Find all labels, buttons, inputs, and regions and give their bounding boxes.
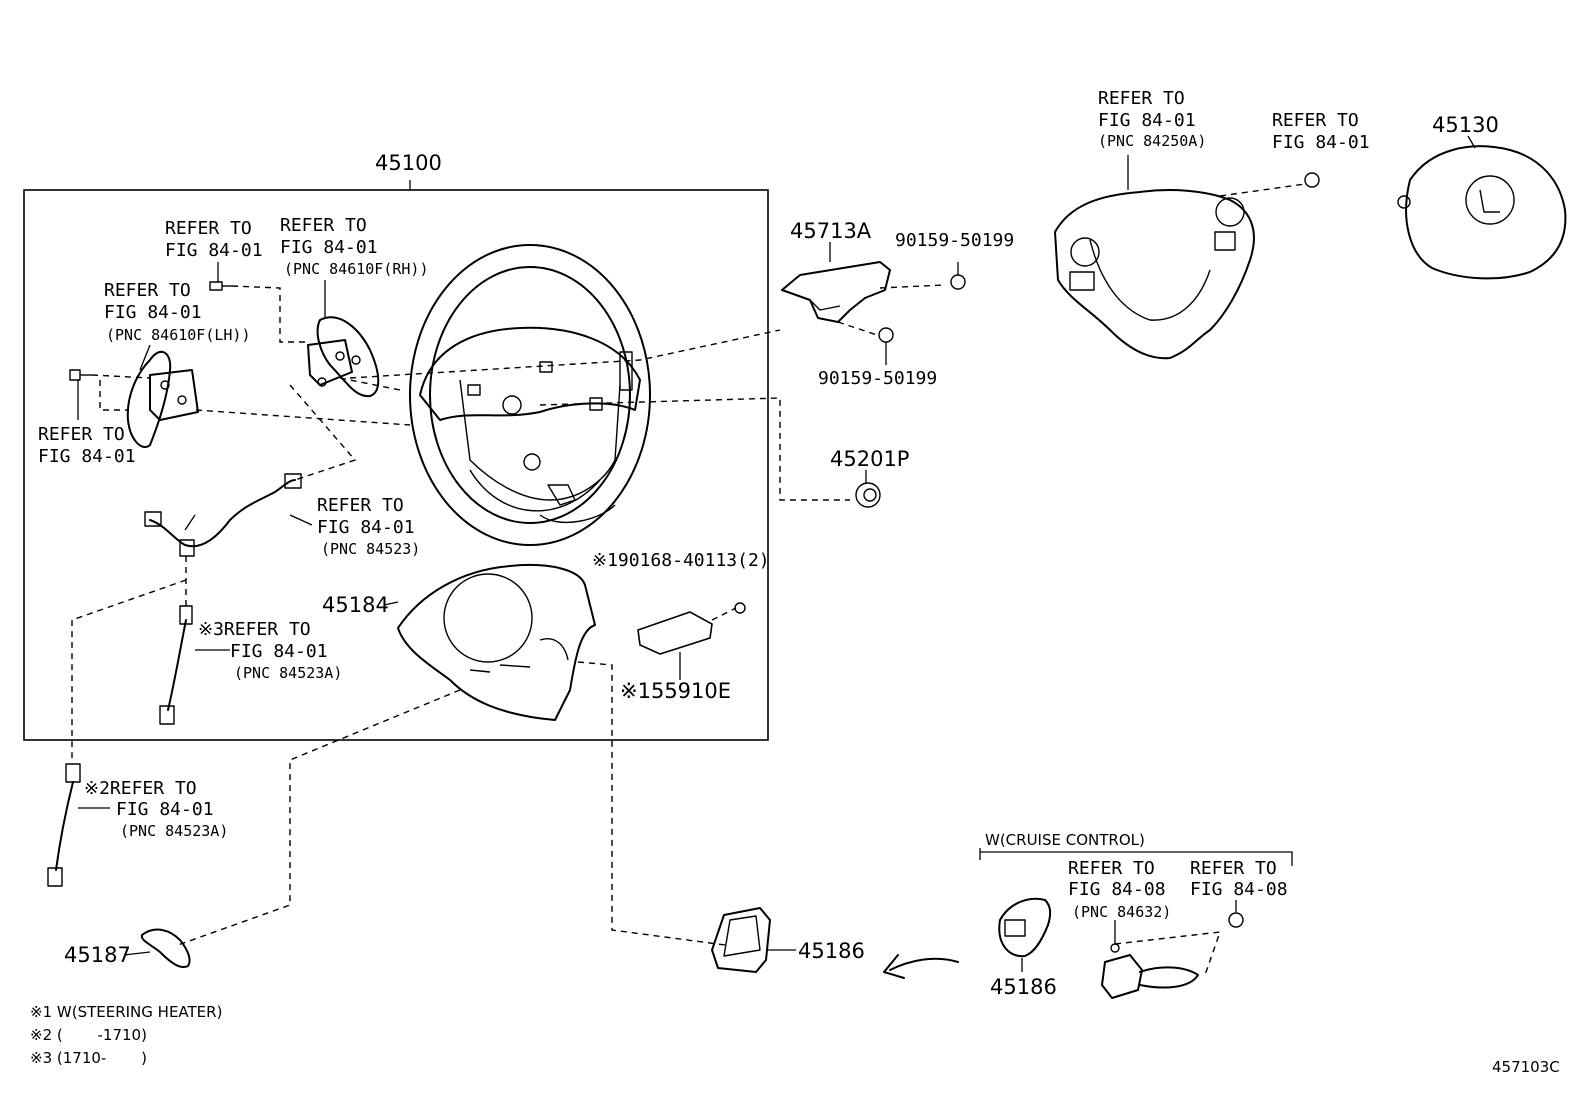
- part-label-45201p: 45201P: [830, 447, 909, 471]
- wire-2-icon: [47, 763, 81, 887]
- wire-3-icon: [159, 605, 193, 725]
- airbag-45130-icon: [1397, 145, 1567, 280]
- svg-text:(PNC 84632): (PNC 84632): [1072, 903, 1171, 921]
- footnotes: ※1 W(STEERING HEATER) ※2 ( -1710) ※3 (17…: [30, 1003, 222, 1067]
- svg-text:FIG 84-01: FIG 84-01: [116, 799, 214, 820]
- part-label-45187: 45187: [64, 943, 131, 967]
- switch-lh-icon: [126, 350, 199, 448]
- part-label-90159-b: 90159-50199: [818, 368, 937, 389]
- ref-wire: REFER TO FIG 84-01 (PNC 84523): [317, 495, 420, 558]
- switch-rh-icon: [307, 316, 380, 398]
- svg-text:FIG 84-01: FIG 84-01: [104, 302, 202, 323]
- svg-text:FIG 84-01: FIG 84-01: [38, 446, 136, 467]
- svg-text:FIG 84-01: FIG 84-01: [280, 237, 378, 258]
- screw-cc-icon: [1228, 912, 1244, 928]
- svg-text:FIG 84-01: FIG 84-01: [165, 240, 263, 261]
- ref-wire-2: ※2REFER TO FIG 84-01 (PNC 84523A): [84, 778, 228, 840]
- pad-45184-icon: [397, 564, 596, 721]
- svg-text:※1 W(STEERING HEATER): ※1 W(STEERING HEATER): [30, 1003, 222, 1021]
- cruise-switch-icon: [1101, 943, 1199, 999]
- svg-text:(PNC 84523): (PNC 84523): [321, 540, 420, 558]
- svg-text:(PNC 84523A): (PNC 84523A): [234, 664, 342, 682]
- part-label-45130: 45130: [1432, 113, 1499, 137]
- screw-top-icon: [1304, 172, 1320, 188]
- wire-harness-icon: [144, 473, 302, 557]
- bracket-45713a-icon: [781, 261, 891, 323]
- steering-switch-assembly-icon: [1054, 189, 1255, 360]
- part-label-45100: 45100: [375, 151, 442, 175]
- ref-cc-b: REFER TO FIG 84-08: [1190, 858, 1288, 900]
- svg-text:REFER TO: REFER TO: [1098, 88, 1185, 109]
- part-label-45186-cc: 45186: [990, 975, 1057, 999]
- ref-sw-rh: REFER TO FIG 84-01 (PNC 84610F(RH)): [280, 215, 429, 278]
- ref-top-b: REFER TO FIG 84-01: [1272, 110, 1370, 153]
- svg-text:REFER TO: REFER TO: [38, 424, 125, 445]
- part-label-45186: 45186: [798, 939, 865, 963]
- part-label-90159-a: 90159-50199: [895, 230, 1014, 251]
- ref-cc-a: REFER TO FIG 84-08 (PNC 84632): [1068, 858, 1171, 921]
- svg-text:FIG 84-01: FIG 84-01: [1098, 110, 1196, 131]
- svg-text:(PNC 84250A): (PNC 84250A): [1098, 132, 1206, 150]
- svg-text:FIG 84-01: FIG 84-01: [317, 517, 415, 538]
- cruise-cover-45186-icon: [998, 897, 1052, 958]
- bolt-icon: [878, 274, 966, 343]
- svg-text:REFER TO: REFER TO: [280, 215, 367, 236]
- cruise-control-label: W(CRUISE CONTROL): [985, 831, 1145, 849]
- heater-module-icon: [637, 602, 746, 655]
- svg-text:(PNC 84610F(LH)): (PNC 84610F(LH)): [106, 326, 251, 344]
- svg-text:※2 ( -1710): ※2 ( -1710): [30, 1026, 147, 1044]
- part-label-90168: ※190168-40113(2): [592, 550, 770, 571]
- svg-text:REFER TO: REFER TO: [1272, 110, 1359, 131]
- ref-sw-lh-screw: REFER TO FIG 84-01: [38, 424, 136, 467]
- part-label-45713a: 45713A: [790, 219, 872, 243]
- svg-text:※3 (1710- ): ※3 (1710- ): [30, 1049, 147, 1067]
- part-label-45184: 45184: [322, 593, 389, 617]
- ref-sw-rh-screw: REFER TO FIG 84-01: [165, 218, 263, 261]
- svg-text:FIG 84-01: FIG 84-01: [1272, 132, 1370, 153]
- svg-text:(PNC 84523A): (PNC 84523A): [120, 822, 228, 840]
- cover-45187-icon: [140, 928, 191, 968]
- ref-sw-lh: REFER TO FIG 84-01 (PNC 84610F(LH)): [104, 280, 251, 344]
- arrow-icon: [883, 954, 959, 979]
- svg-text:(PNC 84610F(RH)): (PNC 84610F(RH)): [284, 260, 429, 278]
- svg-text:REFER TO: REFER TO: [104, 280, 191, 301]
- ref-top-a: REFER TO FIG 84-01 (PNC 84250A): [1098, 88, 1206, 150]
- svg-text:REFER TO: REFER TO: [165, 218, 252, 239]
- svg-text:REFER TO: REFER TO: [317, 495, 404, 516]
- steering-wheel-icon: [409, 244, 651, 546]
- svg-text:REFER TO: REFER TO: [1068, 858, 1155, 879]
- ref-wire-3: ※3REFER TO FIG 84-01 (PNC 84523A): [198, 619, 342, 682]
- svg-text:※2REFER TO: ※2REFER TO: [84, 778, 197, 799]
- figure-code: 457103C: [1492, 1058, 1560, 1076]
- screw-icon: [69, 281, 232, 381]
- svg-text:FIG 84-08: FIG 84-08: [1068, 879, 1166, 900]
- svg-text:REFER TO: REFER TO: [1190, 858, 1277, 879]
- assembly-box-45100: [23, 189, 769, 741]
- cover-45186-icon: [711, 907, 771, 973]
- part-label-55910e: ※155910E: [620, 679, 731, 703]
- cap-45201p-icon: [855, 482, 881, 508]
- svg-text:FIG 84-01: FIG 84-01: [230, 641, 328, 662]
- svg-text:FIG 84-08: FIG 84-08: [1190, 879, 1288, 900]
- svg-text:※3REFER TO: ※3REFER TO: [198, 619, 311, 640]
